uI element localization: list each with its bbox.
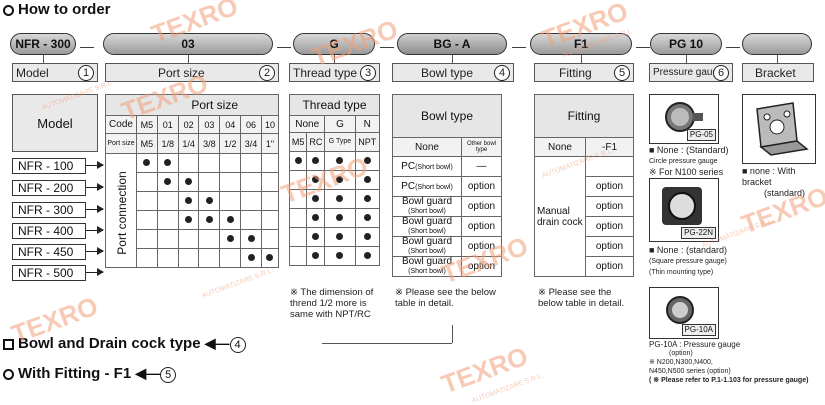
bracket-image [742,94,816,164]
code-pill-bowl: BG - A [397,33,507,55]
code-pill-gauge: PG 10 [650,33,722,55]
port-connection-label: Port connection [115,171,129,255]
with-fitting-title: With Fitting - F1 ◀—5 [3,365,177,383]
number-badge: 4 [229,337,246,353]
code-pill-fitting: F1 [530,33,632,55]
code-pill-port: 03 [103,33,273,55]
model-item: NFR - 450 [12,244,86,260]
number-badge: 1 [78,65,94,81]
port-connection-cell: Port connection [105,153,137,268]
code-pill-thread: G [293,33,375,55]
section-label-bracket: Bracket [742,63,814,82]
number-badge: 6 [713,65,729,81]
gauge-icon [666,296,694,324]
pressure-gauge-image-1: PG-05 [649,94,719,144]
round-gauge-icon [665,102,703,132]
pressure-gauge-image-2: PG-22N [649,178,719,242]
model-item: NFR - 500 [12,265,86,281]
model-item: NFR - 300 [12,202,86,218]
fitting-note: ※ Please see the below table in detail. [538,287,625,309]
arrow-icon [86,247,104,255]
bowl-drain-title: Bowl and Drain cock type ◀—4 [3,335,246,353]
bracket-icon [756,102,809,156]
number-badge: 5 [614,65,630,81]
fitting-table: Fitting None -F1 Manual drain cock optio… [534,94,634,277]
arrow-icon [86,205,104,213]
arrow-left-icon: ◀— [204,335,230,351]
separator-dash: — [380,38,394,54]
gauge-caption-2: ■ None : (standard) (Square pressure gau… [649,245,727,276]
square-gauge-icon [662,187,702,225]
bracket-caption: ■ none : With bracket (standard) [742,166,806,198]
separator-dash: — [726,38,740,54]
watermark-sub: AUTOMATIZARE S.R.L. [201,267,275,300]
arrow-left-icon: ◀— [135,365,161,381]
separator-dash: — [636,38,650,54]
number-badge: 2 [259,65,275,81]
number-badge: 3 [360,65,376,81]
arrow-icon [86,268,104,276]
model-item: NFR - 200 [12,180,86,196]
pressure-gauge-image-3: PG-10A [649,287,719,339]
circle-bullet-icon [3,5,14,16]
separator-dash: — [80,38,94,54]
separator-dash: — [512,38,526,54]
arrow-icon [86,183,104,191]
separator-dash: — [277,38,291,54]
bowl-type-note: ※ Please see the below table in detail. [395,287,496,309]
gauge-caption-3: PG-10A : Pressure gauge (option) ※ N200,… [649,340,809,384]
number-badge: 4 [494,65,510,81]
number-badge: 5 [160,367,177,383]
bowl-type-table: Bowl type None Other bowl type PC(Short … [392,94,502,277]
arrow-icon [86,226,104,234]
thread-type-note: ※ The dimension of thrend 1/2 more is sa… [290,287,374,320]
circle-bullet-icon [3,369,14,380]
arrow-icon [86,161,104,169]
model-item: NFR - 400 [12,223,86,239]
code-pill-model: NFR - 300 [10,33,76,55]
how-to-order-title: How to order [3,1,111,18]
gauge-caption-1: ■ None : (Standard) Circle pressure gaug… [649,145,729,177]
model-header: Model [12,94,98,152]
code-pill-bracket [742,33,812,55]
port-size-header: Port size [105,94,279,116]
model-item: NFR - 100 [12,158,86,174]
square-bullet-icon [3,339,14,350]
watermark: TEXRO [437,340,532,400]
